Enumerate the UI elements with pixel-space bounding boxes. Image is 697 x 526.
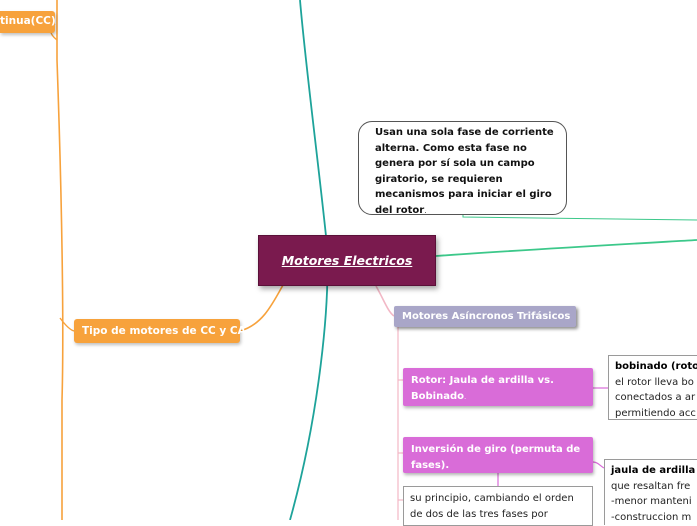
rotor-label-end: . xyxy=(463,392,467,401)
bobinado-note-title: bobinado (roto xyxy=(615,361,697,372)
inversion-label: Inversión de giro (permuta de fases). xyxy=(411,444,581,471)
jaula-note-line-3: -construccion m xyxy=(611,511,692,523)
tipo-motores-label: Tipo de motores de CC y CA xyxy=(82,325,246,337)
jaula-note-title: jaula de ardilla xyxy=(611,465,696,476)
rotor-label: Rotor: Jaula de ardilla vs. Bobinado xyxy=(411,375,554,402)
central-title: Motores Electricos xyxy=(281,253,413,268)
asincronos-label: Motores Asíncronos Trifásicos xyxy=(402,311,571,322)
monofasico-note-text: Usan una sola fase de corriente alterna.… xyxy=(375,127,554,216)
rotor-node[interactable]: Rotor: Jaula de ardilla vs. Bobinado. xyxy=(403,368,593,406)
tipo-motores-node[interactable]: Tipo de motores de CC y CA xyxy=(74,319,246,343)
bobinado-note-line-3: permitiendo acc xyxy=(615,407,696,419)
orange-branch-tipo-connector xyxy=(59,317,75,332)
orange-branch-line xyxy=(56,0,64,520)
jaula-note-line-2: -menor manteni xyxy=(611,496,692,507)
inversion-node[interactable]: Inversión de giro (permuta de fases). xyxy=(403,437,593,473)
monofasico-note[interactable]: Usan una sola fase de corriente alterna.… xyxy=(358,121,567,216)
central-node[interactable]: Motores Electricos xyxy=(258,235,436,286)
bobinado-note[interactable]: bobinado (roto el rotor lleva bo conecta… xyxy=(608,355,697,420)
bobinado-note-line-1: el rotor lleva bo xyxy=(615,376,694,388)
pink-branch-to-asincronos xyxy=(375,285,395,317)
principio-note-text: su principio, cambiando el orden de dos … xyxy=(410,493,574,520)
jaula-note-line-1: que resaltan fre xyxy=(611,480,691,492)
left-top-partial-label: tinua(CC) xyxy=(0,15,56,27)
principio-note[interactable]: su principio, cambiando el orden de dos … xyxy=(403,486,593,526)
asincronos-node[interactable]: Motores Asíncronos Trifásicos xyxy=(394,306,576,327)
green-branch-line-lower xyxy=(435,239,697,257)
bobinado-note-line-2: conectados a ar xyxy=(615,392,696,403)
jaula-note[interactable]: jaula de ardilla que resaltan fre -menor… xyxy=(604,459,697,525)
left-top-partial-node[interactable]: tinua(CC) xyxy=(0,11,56,33)
monofasico-note-text-end: . xyxy=(424,206,427,215)
orange-branch-to-central xyxy=(239,284,284,332)
inversion-to-jaula-connector xyxy=(592,461,605,469)
